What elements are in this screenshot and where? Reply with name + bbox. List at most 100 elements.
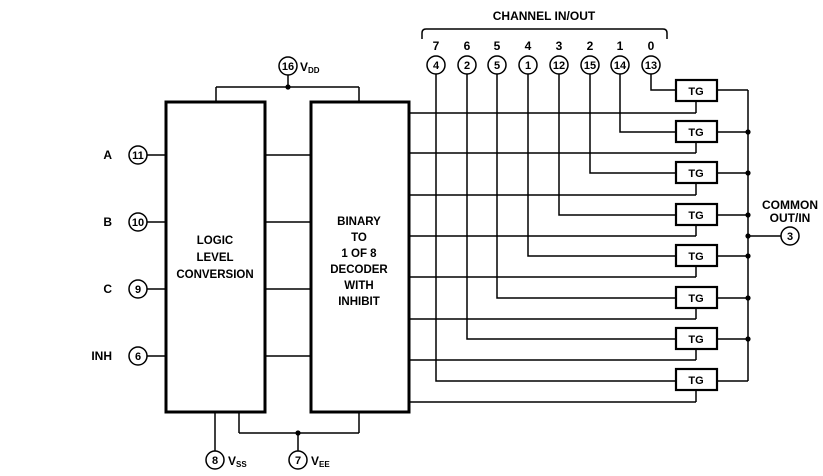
transmission-gate-7: TG: [674, 367, 719, 392]
logic-block-label: LOGIC LEVEL CONVERSION: [176, 235, 253, 281]
pin-circle: [288, 450, 308, 470]
channel-number: 6: [464, 39, 471, 53]
junction-dot: [745, 253, 751, 259]
channel-number: 7: [433, 39, 440, 53]
channel-header: CHANNEL IN/OUT: [493, 9, 596, 23]
channel-wire: [466, 74, 676, 340]
input-a: A 11: [103, 145, 148, 165]
pin-circle: [549, 55, 569, 75]
pin-number: 3: [787, 231, 793, 243]
junction-dot: [745, 336, 751, 342]
junction-dot: [295, 430, 301, 436]
supply-subscript: DD: [308, 66, 320, 75]
junction-dot: [745, 212, 751, 218]
pin-circle: [518, 55, 538, 75]
channel-wire: [650, 74, 676, 91]
common-label: OUT/IN: [770, 211, 811, 225]
pin-circle: [641, 55, 661, 75]
tg-box: [674, 326, 719, 351]
vss-pin: 8 VSS: [205, 450, 247, 470]
pin-circle: [128, 145, 148, 165]
transmission-gates: TG TG TG TG TG TG TG TG: [674, 78, 719, 392]
pin-number: 5: [494, 60, 500, 72]
supply-subscript: SS: [236, 460, 247, 469]
channel-pin-2: 15: [580, 55, 600, 75]
tg-box: [674, 367, 719, 392]
channel-wire: [619, 74, 676, 133]
supply-label: VEE: [311, 454, 330, 469]
tg-label: TG: [688, 334, 703, 346]
input-label: B: [103, 215, 112, 229]
pin-circle: [278, 56, 298, 76]
pin-circle: [426, 55, 446, 75]
input-b: B 10: [103, 212, 148, 232]
tg-box: [674, 285, 719, 310]
supply-name: V: [228, 454, 236, 468]
tg-label: TG: [688, 168, 703, 180]
pin-circle: [205, 450, 225, 470]
junction-dot: [745, 129, 751, 135]
channel-number: 4: [525, 39, 532, 53]
pin-number: 10: [132, 217, 144, 229]
tg-label: TG: [688, 210, 703, 222]
decoder-block-line: DECODER: [330, 264, 388, 276]
pin-circle: [128, 279, 148, 299]
vee-pin: 7 VEE: [288, 450, 330, 470]
decoder-block-label: BINARY TO 1 OF 8 DECODER WITH INHIBIT: [330, 216, 388, 308]
tg-label: TG: [688, 86, 703, 98]
pin-number: 13: [645, 60, 657, 72]
transmission-gate-6: TG: [674, 326, 719, 351]
transmission-gate-3: TG: [674, 202, 719, 227]
input-inh: INH 6: [91, 346, 148, 366]
pin-circle: [610, 55, 630, 75]
channel-pin-0: 13: [641, 55, 661, 75]
channel-number: 2: [587, 39, 594, 53]
pin-number: 12: [553, 60, 565, 72]
channel-wire: [435, 74, 676, 382]
input-c: C 9: [103, 279, 148, 299]
transmission-gate-5: TG: [674, 285, 719, 310]
junction-dots: [285, 84, 751, 436]
pin-circle: [457, 55, 477, 75]
channel-wire: [496, 74, 676, 299]
channel-pin-7: 4: [426, 55, 446, 75]
tg-label: TG: [688, 251, 703, 263]
tg-box: [674, 119, 719, 144]
transmission-gate-4: TG: [674, 243, 719, 268]
channel-pins: 4 2 5 1 12 15 14 13: [426, 55, 661, 75]
tg-box: [674, 78, 719, 103]
junction-dot: [285, 84, 291, 90]
pin-number: 11: [132, 150, 144, 162]
channel-number: 5: [494, 39, 501, 53]
pin-number: 4: [433, 60, 440, 72]
common-out-in: COMMON OUT/IN 3: [762, 198, 818, 246]
logic-level-conversion-block: [164, 100, 267, 414]
tg-box: [674, 160, 719, 185]
logic-block-line: LOGIC: [197, 235, 233, 247]
decoder-block: [309, 100, 411, 414]
tg-label: TG: [688, 293, 703, 305]
pin-number: 14: [614, 60, 627, 72]
channel-pin-1: 14: [610, 55, 630, 75]
pin-number: 1: [525, 60, 531, 72]
supply-name: V: [300, 60, 308, 74]
channel-number: 1: [617, 39, 624, 53]
channel-bracket: [421, 28, 668, 39]
channel-pin-4: 1: [518, 55, 538, 75]
transmission-gate-1: TG: [674, 119, 719, 144]
junction-dot: [745, 295, 751, 301]
channel-number: 0: [648, 39, 655, 53]
input-label: C: [103, 282, 112, 296]
pin-circle: [128, 212, 148, 232]
tg-box: [674, 202, 719, 227]
pin-circle: [487, 55, 507, 75]
logic-block-line: CONVERSION: [176, 269, 253, 281]
pin-number: 7: [295, 455, 301, 467]
decoder-block-line: 1 OF 8: [341, 248, 377, 260]
supply-label: VDD: [300, 60, 320, 75]
pin-circle: [580, 55, 600, 75]
supply-label: VSS: [228, 454, 247, 469]
pin-circle: [780, 226, 800, 246]
decoder-block-line: BINARY: [337, 216, 381, 228]
